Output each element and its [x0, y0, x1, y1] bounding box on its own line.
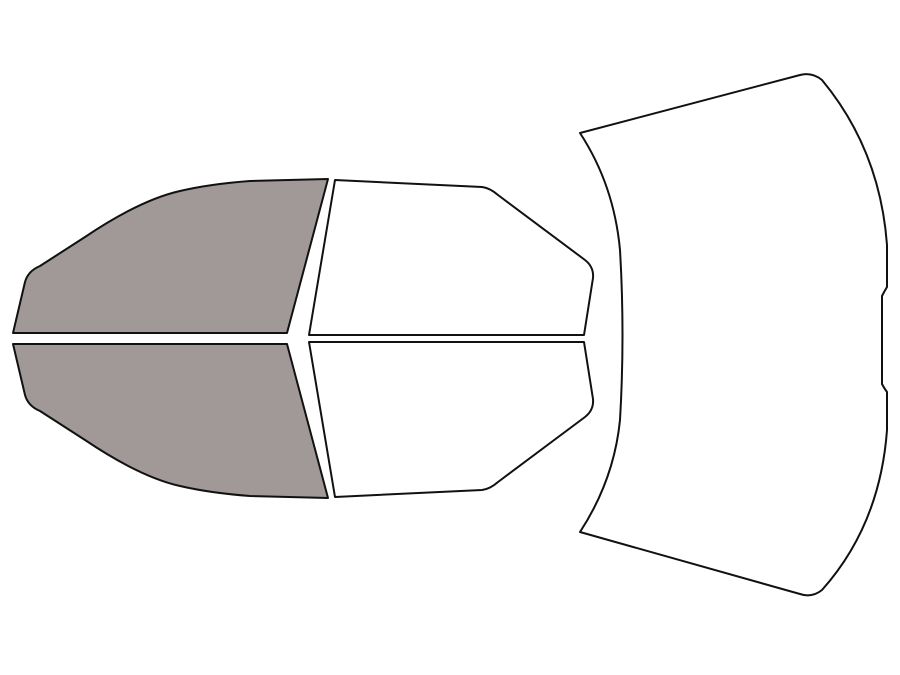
rear-windshield: [579, 73, 888, 597]
rear-left-window: [308, 179, 595, 336]
front-right-window: [12, 343, 329, 499]
rear-right-window: [308, 341, 595, 498]
front-left-window: [12, 178, 329, 334]
